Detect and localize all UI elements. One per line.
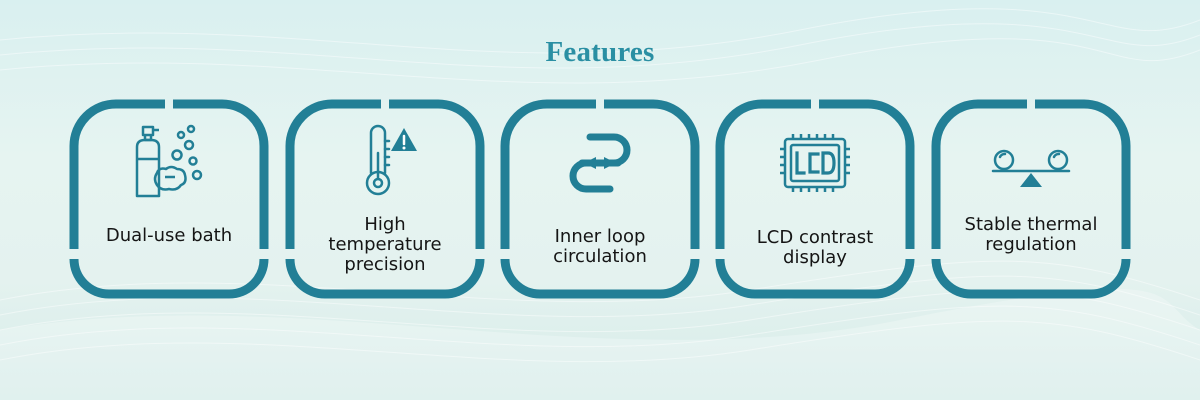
feature-card-inner-loop-circulation: Inner loop circulation (500, 99, 700, 299)
card-frame (715, 99, 915, 299)
feature-card-stable-thermal-regulation: Stable thermal regulation (931, 99, 1131, 299)
feature-label: Stable thermal regulation (964, 214, 1098, 255)
soap-bottle-bubbles-icon (135, 124, 203, 198)
card-frame (69, 99, 269, 299)
feature-label: LCD contrast display (756, 227, 874, 268)
feature-label: High temperature precision (328, 214, 442, 275)
card-frame (285, 99, 485, 299)
card-frame (500, 99, 700, 299)
page-title: Features (545, 36, 655, 68)
lcd-chip-icon (780, 134, 850, 192)
balance-scale-icon (991, 149, 1071, 187)
feature-card-high-temperature-precision: High temperature precision (285, 99, 485, 299)
thermometer-warning-icon (365, 124, 417, 196)
feature-card-lcd-contrast-display: LCD contrast display (715, 99, 915, 299)
card-frame (931, 99, 1131, 299)
loop-arrows-icon (569, 133, 631, 193)
feature-label: Inner loop circulation (553, 226, 647, 267)
feature-label: Dual-use bath (105, 225, 233, 246)
feature-card-dual-use-bath: Dual-use bath (69, 99, 269, 299)
